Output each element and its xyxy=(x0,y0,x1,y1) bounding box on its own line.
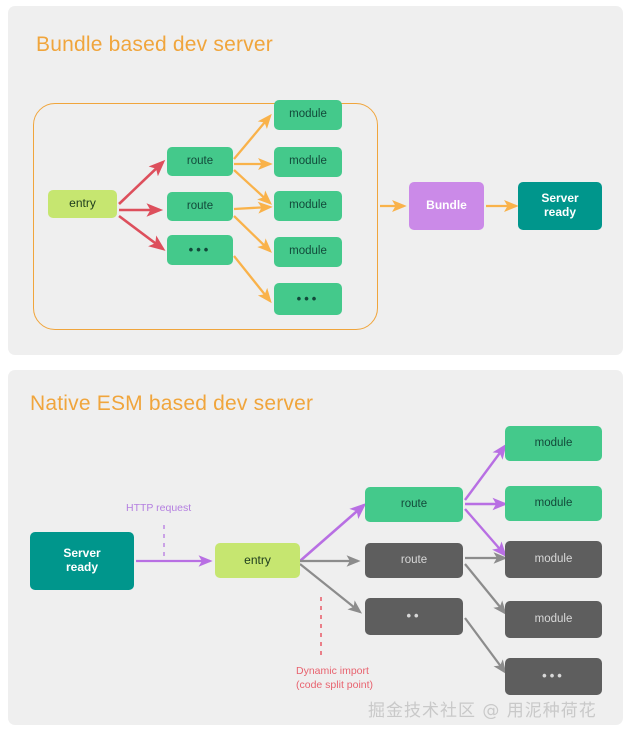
annotation-http-request: HTTP request xyxy=(126,502,192,514)
watermark: 掘金技术社区 @ 用泥种荷花 xyxy=(368,701,597,721)
entry-to-gray-routes-edges xyxy=(299,555,363,614)
node-label: module xyxy=(534,552,573,565)
node-module-1-bottom[interactable]: module xyxy=(505,426,602,461)
node-label: Bundle xyxy=(426,198,467,213)
route-to-modules-gray-edges xyxy=(464,552,508,675)
node-server-ready-bottom[interactable]: Server ready xyxy=(30,532,134,590)
node-route-1-bottom[interactable]: route xyxy=(365,487,463,522)
node-label: module xyxy=(289,155,327,168)
native-esm-dev-server-panel: Native ESM based dev server xyxy=(8,370,623,725)
node-module-3-bottom[interactable]: module xyxy=(505,541,602,578)
node-entry-top[interactable]: entry xyxy=(48,190,117,218)
node-module-1-top[interactable]: module xyxy=(274,100,342,130)
node-label: route xyxy=(400,553,428,566)
node-route-ellipsis-bottom[interactable]: •• xyxy=(365,598,463,635)
node-module-4-bottom[interactable]: module xyxy=(505,601,602,638)
node-label-line1: Server xyxy=(541,191,579,206)
entry-to-route-green-edge xyxy=(299,502,367,562)
node-label: entry xyxy=(69,196,96,211)
annotation-dynamic-import-line2: (code split point) xyxy=(296,679,374,692)
node-label-line2: ready xyxy=(65,560,99,574)
node-label: ••• xyxy=(296,290,320,306)
node-label: entry xyxy=(244,552,271,567)
annotation-dynamic-import: Dynamic import (code split point) xyxy=(296,664,373,692)
node-label: ••• xyxy=(188,241,212,257)
node-label: module xyxy=(534,436,573,449)
node-label: module xyxy=(289,108,327,121)
node-route-2-bottom[interactable]: route xyxy=(365,543,463,578)
node-module-ellipsis-bottom[interactable]: ••• xyxy=(505,658,602,695)
node-label-line1: Server xyxy=(63,546,101,561)
node-module-3-top[interactable]: module xyxy=(274,191,342,221)
node-module-2-top[interactable]: module xyxy=(274,147,342,177)
node-label: module xyxy=(289,199,327,212)
annotation-dynamic-import-line1: Dynamic import xyxy=(296,665,369,677)
node-module-ellipsis-top[interactable]: ••• xyxy=(274,283,342,315)
bundle-dev-server-panel: Bundle based dev server xyxy=(8,6,623,355)
node-label: •• xyxy=(406,608,422,624)
node-server-ready-top[interactable]: Server ready xyxy=(518,182,602,230)
node-label: module xyxy=(289,245,327,258)
route-to-modules-purple-edges xyxy=(464,443,508,558)
node-route-2-top[interactable]: route xyxy=(167,192,233,221)
node-label-line2: ready xyxy=(543,205,577,219)
node-module-2-bottom[interactable]: module xyxy=(505,486,602,521)
node-module-4-top[interactable]: module xyxy=(274,237,342,267)
page-title-esm: Native ESM based dev server xyxy=(30,392,314,415)
node-route-1-top[interactable]: route xyxy=(167,147,233,176)
node-label: ••• xyxy=(542,668,565,684)
node-label: route xyxy=(400,497,428,510)
node-label: module xyxy=(534,612,573,625)
node-route-ellipsis-top[interactable]: ••• xyxy=(167,235,233,265)
node-label: route xyxy=(186,154,214,167)
node-label: route xyxy=(186,199,214,212)
node-label: module xyxy=(534,496,573,509)
node-bundle[interactable]: Bundle xyxy=(409,182,484,230)
node-entry-bottom[interactable]: entry xyxy=(215,543,300,578)
bundle-group-outline xyxy=(33,103,378,330)
page-title-bundle: Bundle based dev server xyxy=(36,33,273,56)
